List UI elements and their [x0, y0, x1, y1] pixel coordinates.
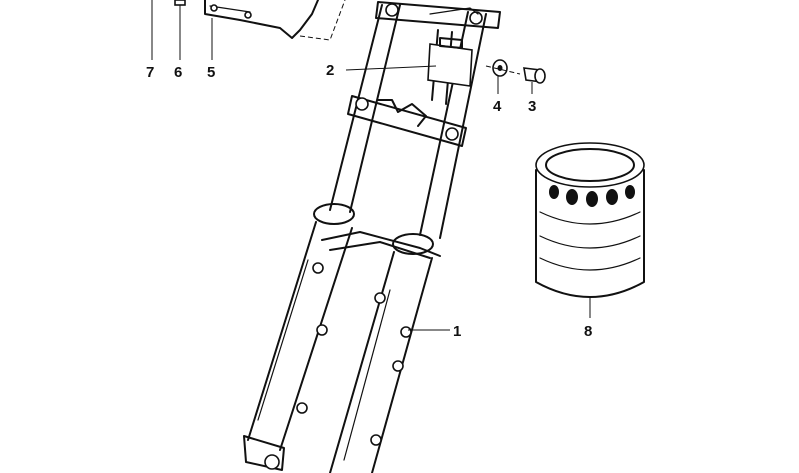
callout-3: 3 [528, 98, 536, 115]
callout-5: 5 [207, 64, 215, 81]
callout-1: 1 [453, 323, 461, 340]
callout-4: 4 [493, 98, 502, 115]
callout-2: 2 [326, 62, 334, 79]
part-3-screw [485, 65, 546, 84]
part-8-filter-can [535, 142, 645, 298]
leader-lines [345, 65, 591, 331]
part-5-bracket [204, 0, 346, 41]
part-6-7-hardware [151, 0, 213, 60]
part-4-washer [492, 59, 508, 77]
part-2-damper [427, 37, 473, 87]
callout-6: 6 [174, 64, 182, 81]
callout-8: 8 [584, 323, 592, 340]
callout-7: 7 [146, 64, 154, 81]
